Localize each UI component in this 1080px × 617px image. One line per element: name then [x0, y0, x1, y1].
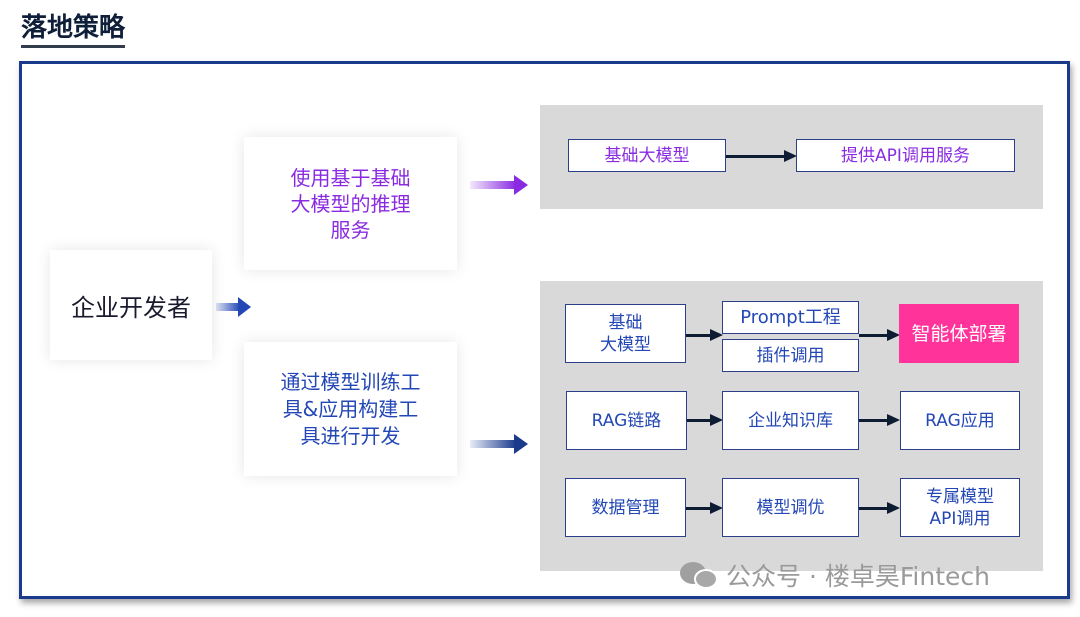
node-line: API调用 — [929, 508, 991, 529]
developer-card: 企业开发者 — [50, 250, 212, 360]
model-tuning-node: 模型调优 — [722, 478, 859, 537]
dedicated-model-api-node: 专属模型 API调用 — [900, 478, 1020, 537]
inference-path-card: 使用基于基础 大模型的推理 服务 — [244, 137, 457, 270]
watermark-text: 公众号 · 楼卓昊Fintech — [726, 562, 990, 591]
training-line: 具进行开发 — [300, 423, 401, 448]
developer-arrow-icon — [216, 297, 252, 317]
foundation-model-node: 基础 大模型 — [565, 304, 686, 363]
node-line: 专属模型 — [926, 486, 994, 507]
training-arrow-icon — [470, 434, 528, 454]
foundation-model-node: 基础大模型 — [568, 139, 726, 172]
watermark: 公众号 · 楼卓昊Fintech — [680, 557, 990, 593]
wechat-icon — [680, 560, 720, 590]
inference-line: 服务 — [330, 217, 371, 242]
training-line: 具&应用构建工 — [282, 396, 419, 421]
training-line: 通过模型训练工 — [280, 369, 421, 394]
developer-label: 企业开发者 — [71, 293, 191, 322]
api-service-node: 提供API调用服务 — [796, 139, 1015, 172]
data-management-node: 数据管理 — [565, 478, 686, 537]
page-title: 落地策略 — [21, 12, 126, 48]
training-path-card: 通过模型训练工 具&应用构建工 具进行开发 — [244, 342, 457, 476]
node-line: 大模型 — [600, 334, 651, 355]
inference-arrow-icon — [470, 175, 528, 195]
plugin-call-node: 插件调用 — [722, 339, 859, 372]
prompt-engineering-node: Prompt工程 — [722, 301, 859, 334]
node-line: 基础 — [608, 312, 643, 333]
arrow-icon — [859, 502, 901, 514]
arrow-icon — [726, 150, 797, 162]
arrow-icon — [686, 502, 723, 514]
inference-line: 使用基于基础 — [290, 165, 411, 190]
agent-deployment-node: 智能体部署 — [899, 304, 1019, 363]
rag-application-node: RAG应用 — [900, 391, 1020, 450]
inference-line: 大模型的推理 — [290, 191, 411, 216]
arrow-icon — [859, 329, 901, 341]
arrow-icon — [686, 329, 723, 341]
rag-pipeline-node: RAG链路 — [566, 391, 687, 450]
arrow-icon — [859, 414, 901, 426]
arrow-icon — [687, 414, 723, 426]
knowledge-base-node: 企业知识库 — [722, 391, 859, 450]
